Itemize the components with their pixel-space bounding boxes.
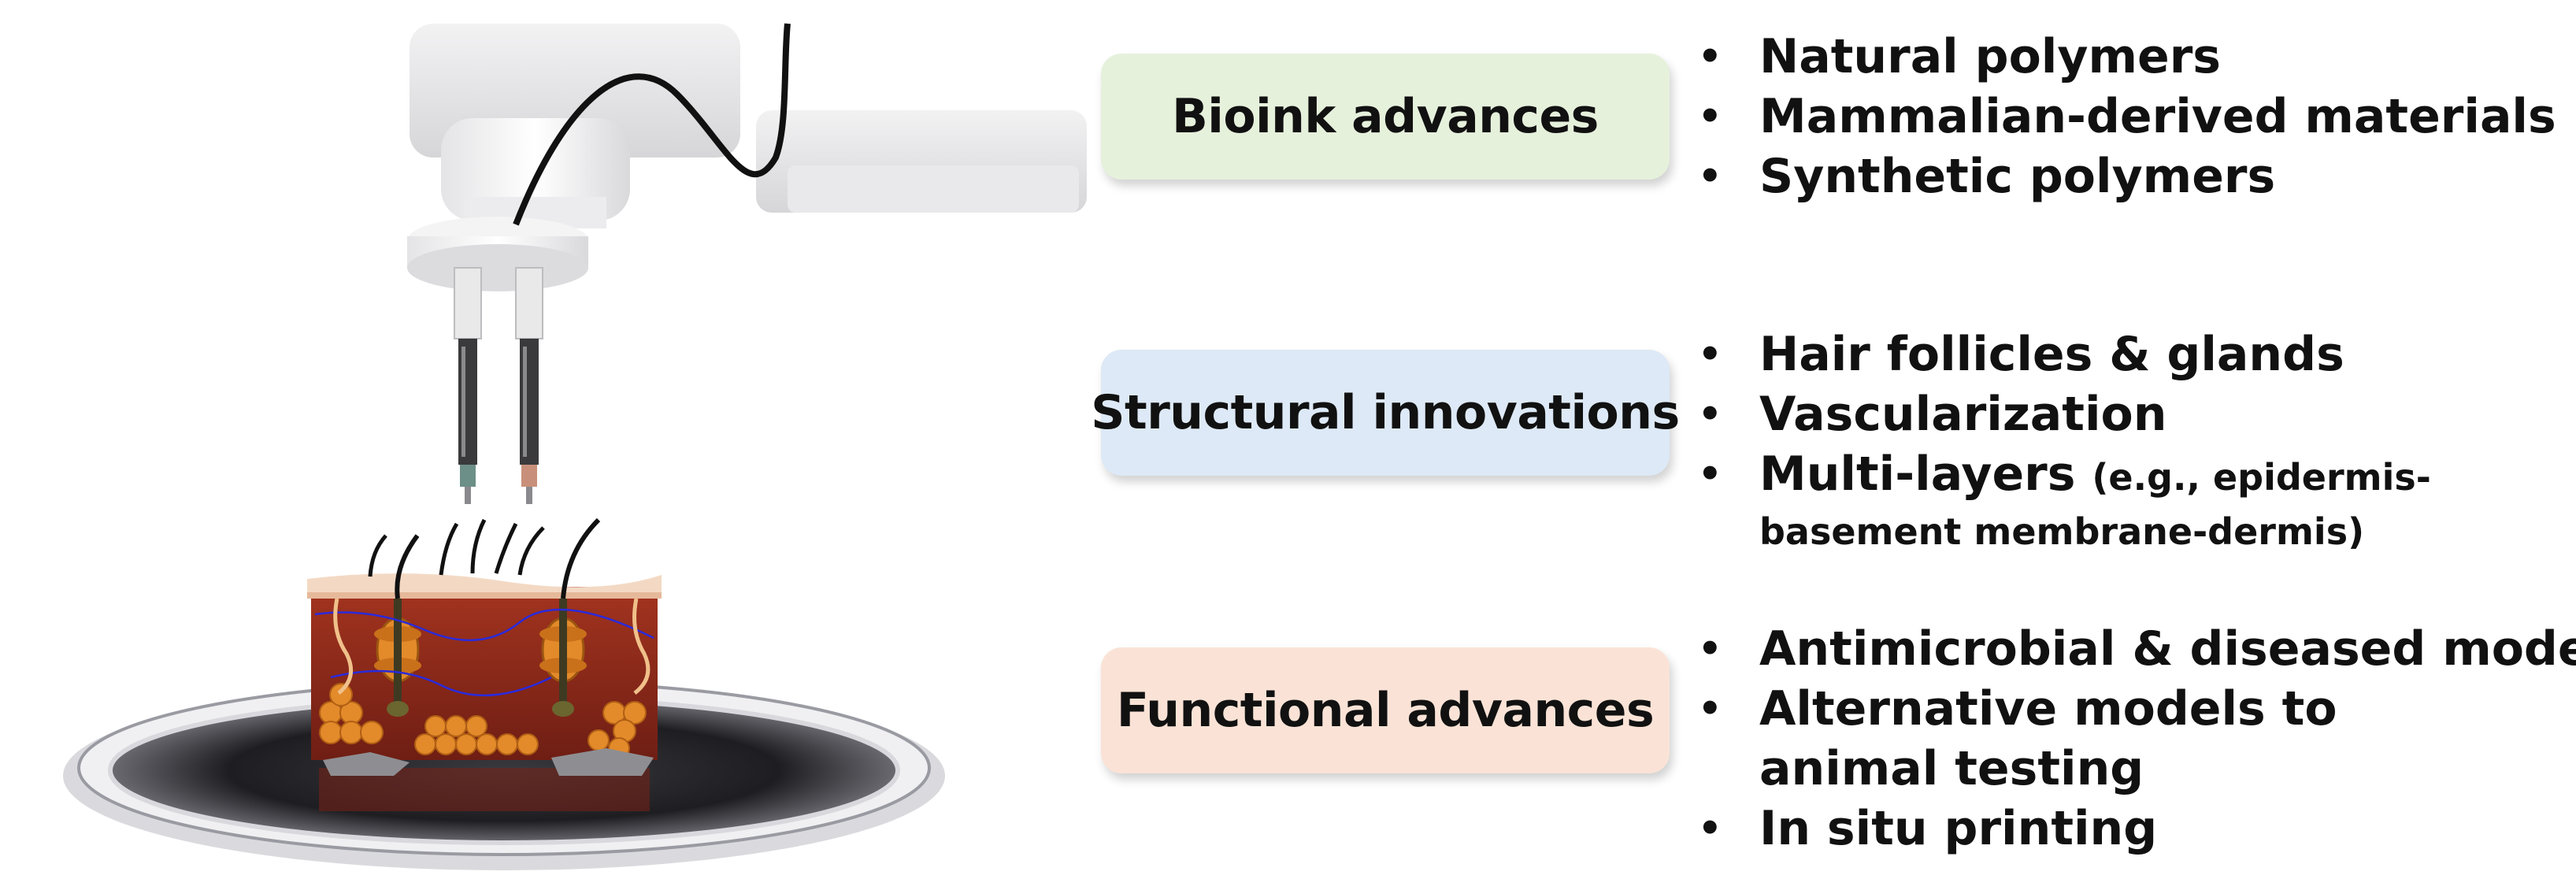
bullet-icon: •	[1698, 627, 1722, 671]
list-item-text: Synthetic polymers	[1759, 149, 2276, 204]
list-item-text: Antimicrobial & diseased models	[1759, 621, 2576, 677]
list-item: • Alternative models to animal testing	[1698, 679, 2468, 799]
functional-advances-label: Functional advances	[1116, 683, 1655, 738]
bioink-advances-box: Bioink advances	[1101, 54, 1670, 180]
bullet-icon: •	[1698, 452, 1722, 496]
list-item-text: In situ printing	[1759, 801, 2158, 856]
bioprinting-illustration	[63, 23, 1087, 870]
functional-advances-list: • Antimicrobial & diseased models • Alte…	[1698, 619, 2576, 858]
bullet-icon: •	[1698, 392, 1722, 436]
skin-construct	[307, 517, 662, 811]
list-item: • Mammalian-derived materials	[1698, 87, 2556, 146]
structural-innovations-box: Structural innovations	[1091, 350, 1680, 476]
bioink-advances-list: • Natural polymers • Mammalian-derived m…	[1698, 27, 2556, 206]
bullet-icon: •	[1698, 154, 1722, 198]
list-item-text: Natural polymers	[1759, 29, 2221, 84]
bullet-icon: •	[1698, 95, 1722, 139]
print-nozzles	[454, 267, 543, 504]
robot-arm	[407, 24, 1087, 291]
structural-innovations-list: • Hair follicles & glands • Vascularizat…	[1698, 324, 2431, 556]
list-item: • Antimicrobial & diseased models	[1698, 619, 2576, 679]
bullet-icon: •	[1698, 807, 1722, 851]
bullet-icon: •	[1698, 332, 1722, 376]
list-item-text: Mammalian-derived materials	[1759, 89, 2556, 144]
list-item: • Natural polymers	[1698, 27, 2556, 87]
bullet-icon: •	[1698, 35, 1722, 79]
list-item: • In situ printing	[1698, 799, 2576, 858]
list-item-text: Alternative models to animal testing	[1759, 681, 2337, 796]
cable	[513, 23, 791, 226]
list-item-text: Multi-layers	[1759, 447, 2076, 502]
list-item-text: Hair follicles & glands	[1759, 327, 2344, 382]
hair-follicle-right	[539, 517, 601, 717]
bullet-icon: •	[1698, 687, 1722, 731]
list-item: • Multi-layers (e.g., epidermis- basemen…	[1698, 444, 2431, 556]
list-item: • Synthetic polymers	[1698, 146, 2556, 206]
list-item: • Vascularization	[1698, 384, 2431, 444]
multi-layers-note-continued: basement membrane-dermis)	[1759, 510, 2365, 553]
structural-innovations-label: Structural innovations	[1091, 385, 1680, 440]
bioink-advances-label: Bioink advances	[1172, 89, 1599, 144]
list-item-text: Vascularization	[1759, 387, 2167, 442]
list-item: • Hair follicles & glands	[1698, 324, 2431, 384]
functional-advances-box: Functional advances	[1101, 647, 1670, 773]
multi-layers-note: (e.g., epidermis-	[2092, 456, 2431, 499]
hair-follicle-left	[374, 534, 421, 717]
